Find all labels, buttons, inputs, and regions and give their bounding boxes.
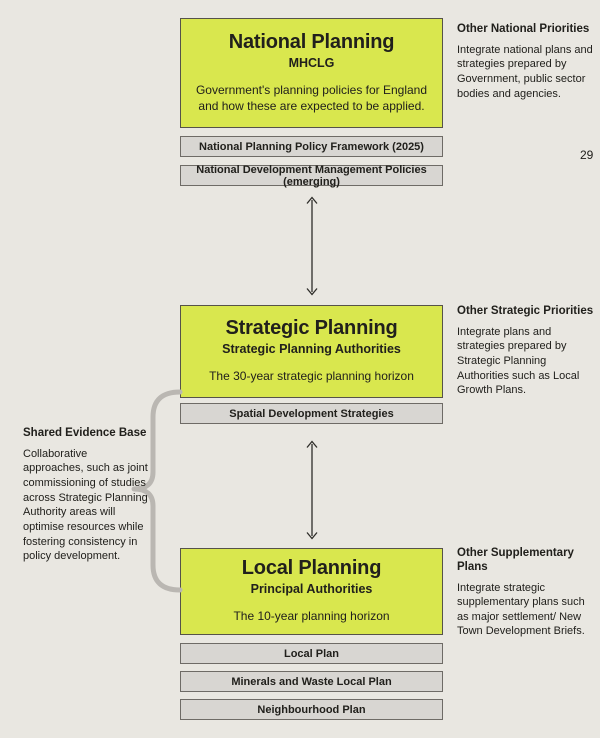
strategic-planning-description: The 30-year strategic planning horizon (209, 369, 414, 384)
curly-brace-icon (131, 389, 183, 593)
double-arrow-icon (306, 196, 318, 296)
annotation-heading: Shared Evidence Base (23, 427, 147, 439)
local-planning-box: Local Planning Principal Authorities The… (180, 548, 443, 635)
bar-spatial-development-strategies: Spatial Development Strategies (180, 403, 443, 424)
annotation-heading: Other National Priorities (457, 23, 590, 35)
annotation-shared-evidence-base: Shared Evidence Base Collaborative appro… (23, 427, 148, 564)
bar-minerals-and-waste-local-plan: Minerals and Waste Local Plan (180, 671, 443, 692)
strategic-planning-box: Strategic Planning Strategic Planning Au… (180, 305, 443, 398)
national-planning-subtitle: MHCLG (288, 55, 335, 70)
annotation-other-strategic-priorities: Other Strategic Priorities Integrate pla… (457, 305, 597, 398)
annotation-other-national-priorities: Other National Priorities Integrate nati… (457, 23, 597, 101)
annotation-heading: Other Strategic Priorities (457, 305, 594, 317)
annotation-heading: Other Supplementary Plans (457, 547, 574, 573)
annotation-body: Integrate national plans and strategies … (457, 43, 593, 100)
local-planning-title: Local Planning (241, 557, 382, 580)
national-planning-box: National Planning MHCLG Government's pla… (180, 18, 443, 128)
bar-national-planning-policy-framework: National Planning Policy Framework (2025… (180, 136, 443, 157)
national-planning-title: National Planning (228, 30, 395, 53)
page-number: 29 (580, 148, 594, 162)
national-planning-description: Government's planning policies for Engla… (195, 82, 428, 113)
bar-national-development-management-policies: National Development Management Policies… (180, 164, 443, 188)
local-planning-subtitle: Principal Authorities (250, 582, 373, 597)
bar-neighbourhood-plan: Neighbourhood Plan (180, 699, 443, 720)
annotation-body: Collaborative approaches, such as joint … (23, 447, 148, 563)
annotation-body: Integrate strategic supplementary plans … (457, 581, 585, 638)
bar-local-plan: Local Plan (180, 643, 443, 664)
annotation-other-supplementary-plans: Other Supplementary Plans Integrate stra… (457, 547, 599, 639)
local-planning-description: The 10-year planning horizon (233, 609, 390, 624)
annotation-body: Integrate plans and strategies prepared … (457, 325, 580, 397)
strategic-planning-title: Strategic Planning (225, 317, 398, 340)
strategic-planning-subtitle: Strategic Planning Authorities (222, 342, 401, 357)
double-arrow-icon (306, 440, 318, 540)
